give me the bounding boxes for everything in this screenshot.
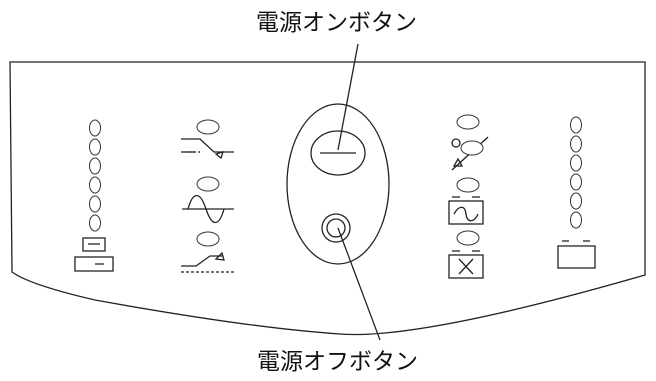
- online-sine-icon: [182, 176, 234, 224]
- battery-fault-icon: [448, 230, 484, 279]
- load-level-leds: [570, 116, 582, 229]
- power-on-leader: [337, 43, 359, 151]
- overload-icon: [451, 114, 489, 171]
- power-button-housing: [286, 103, 390, 265]
- battery-icon: [74, 237, 114, 272]
- panel-outline: [9, 61, 646, 336]
- battery-outline-icon: [557, 240, 596, 269]
- power-off-button-callout: 電源オフボタン: [257, 349, 418, 375]
- power-off-leader: [337, 227, 381, 341]
- bypass-mode-icon: [181, 119, 234, 160]
- boost-mode-icon: [181, 231, 234, 273]
- ac-input-icon: [448, 177, 484, 225]
- power-on-button-callout: 電源オンボタン: [256, 10, 417, 36]
- power-off-button[interactable]: [321, 213, 351, 243]
- power-on-button[interactable]: [310, 130, 366, 176]
- battery-level-leds: [89, 119, 101, 232]
